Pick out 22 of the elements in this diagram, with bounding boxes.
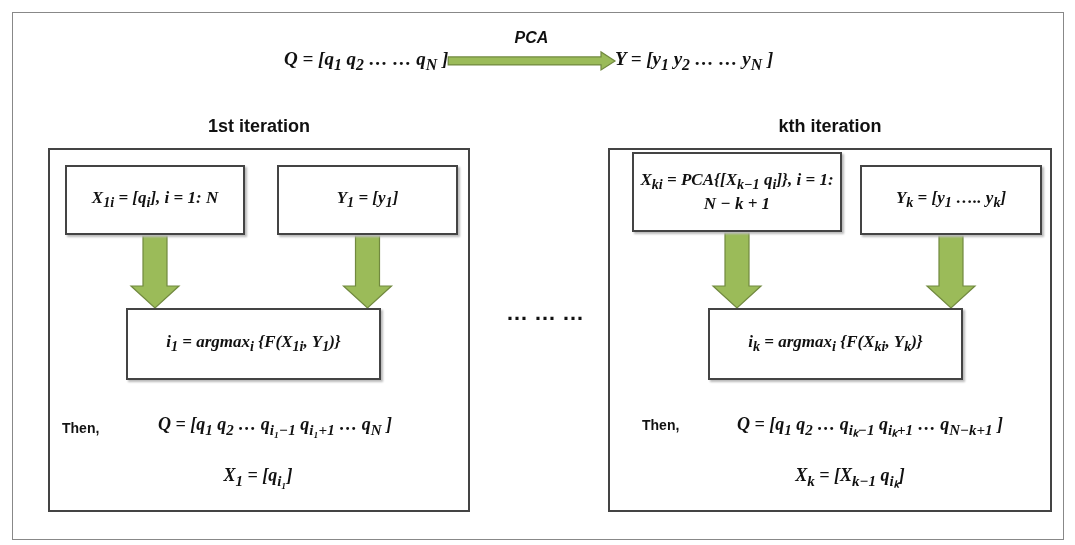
formula-box: i$_{1}$ = argmax$_{i}$ {F(X$_{1i}$, Y$_{1}$)} xyxy=(126,308,381,380)
formula-text: X$_{1}$ = [q$_{i₁}$] xyxy=(222,465,294,490)
label-text: Then, xyxy=(642,417,680,433)
panel-heading: kth iteration xyxy=(777,116,883,137)
panel-heading: 1st iteration xyxy=(207,116,311,137)
formula-text: Y = [y$_{1}$ y$_{2}$ … … y$_{N}$ ] xyxy=(615,48,774,74)
formula-text: Q = [q$_{1}$ q$_{2}$ … q$_{i₁−1}$ q$_{i₁+1}$ … q$_{N}$ ] xyxy=(156,414,393,439)
formula-box: i$_{k}$ = argmax$_{i}$ {F(X$_{ki}$, Y$_{k}$)} xyxy=(708,308,963,380)
block-arrow xyxy=(925,234,977,309)
formula-box: Y$_{k}$ = [y$_{1}$ ….. y$_{k}$] xyxy=(860,165,1042,235)
formula-box: Y$_{1}$ = [y$_{1}$] xyxy=(277,165,458,235)
label-text: Then, xyxy=(62,420,100,436)
ellipsis-text: … … … xyxy=(504,300,586,326)
block-arrow xyxy=(341,234,394,309)
block-arrow xyxy=(711,231,763,309)
formula-text: Q = [q$_{1}$ q$_{2}$ … q$_{iₖ−1}$ q$_{iₖ+1}$ … q$_{N−k+1}$ ] xyxy=(735,414,1005,439)
block-arrow xyxy=(447,50,617,71)
formula-box: X$_{ki}$ = PCA{[X$_{k−1}$ q$_{i}$]}, i = 1: N − k + 1 xyxy=(632,152,842,232)
formula-text: Q = [q$_{1}$ q$_{2}$ … … q$_{N}$ ] xyxy=(284,48,449,74)
formula-box: X$_{1i}$ = [q$_{i}$], i = 1: N xyxy=(65,165,245,235)
formula-text: X$_{k}$ = [X$_{k−1}$ q$_{iₖ}$] xyxy=(794,465,906,490)
block-arrow xyxy=(129,234,181,309)
